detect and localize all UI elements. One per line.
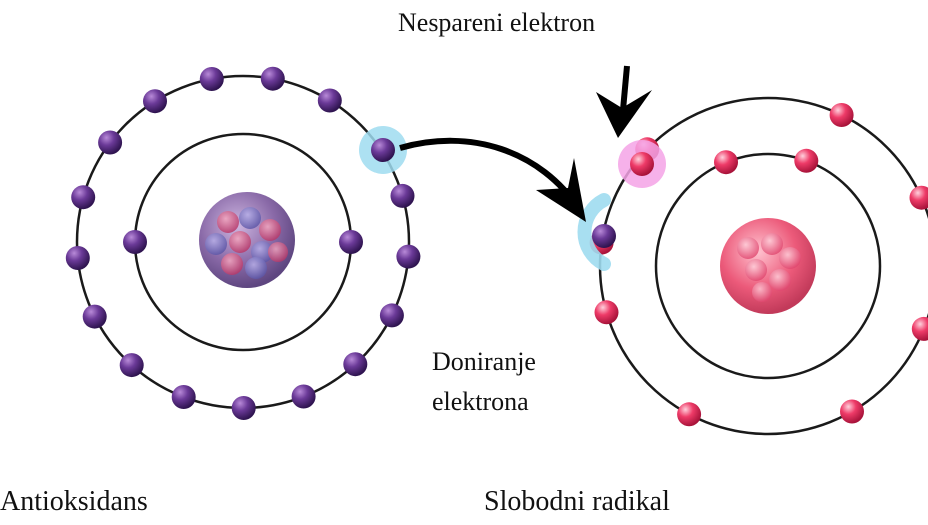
unpaired-arrow-shaft (623, 66, 627, 110)
antioxidant-outer-electron-5 (391, 184, 415, 208)
antioxidant-outer-electron-8 (343, 352, 367, 376)
radical-inner-electron-2 (794, 149, 818, 173)
antioxidant-outer-electron-4 (318, 89, 342, 113)
unpaired-electron-dot (630, 152, 654, 176)
antioxidant-atom (66, 67, 421, 420)
antioxidant-inner-electron-1 (123, 230, 147, 254)
electron-donation-label-line1: Doniranje (432, 342, 536, 382)
radical-outer-electron-2 (910, 186, 928, 210)
antioxidant-inner-electron-2 (339, 230, 363, 254)
antioxidant-outer-electron-12 (120, 353, 144, 377)
unpaired-electron (618, 140, 666, 188)
antioxidant-outer-electron-16 (98, 131, 122, 155)
radical-outer-electron-1 (830, 103, 854, 127)
donated-electron-target (584, 200, 616, 264)
radical-outer-electron-4 (840, 400, 864, 424)
radical-outer-electron-6 (595, 300, 619, 324)
antioxidant-label: Antioksidans (0, 486, 148, 518)
antioxidant-outer-electron-2 (200, 67, 224, 91)
antioxidant-outer-electron-15 (71, 185, 95, 209)
antioxidant-nucleus (199, 192, 295, 288)
antioxidant-outer-electron-10 (232, 396, 256, 420)
antioxidant-outer-electron-1 (143, 89, 167, 113)
radical-outer-electron-5 (677, 402, 701, 426)
antioxidant-outer-electron-6 (396, 245, 420, 269)
antioxidant-outer-electron-11 (172, 385, 196, 409)
donated-electron-target-dot (592, 224, 616, 248)
radical-inner-electron-1 (714, 150, 738, 174)
unpaired-electron-label: Nespareni elektron (398, 8, 595, 38)
antioxidant-outer-electron-13 (83, 305, 107, 329)
donated-electron-source-dot (371, 138, 395, 162)
radical-outer-electron-3 (912, 317, 928, 341)
donated-electron-source (359, 126, 407, 174)
electron-donation-label-line2: elektrona (432, 382, 536, 422)
antioxidant-outer-electron-3 (261, 67, 285, 91)
antioxidant-outer-electron-7 (380, 303, 404, 327)
antioxidant-outer-electron-14 (66, 246, 90, 270)
electron-donation-label: Doniranje elektrona (432, 342, 536, 422)
radical-nucleus (720, 218, 816, 314)
free-radical-label: Slobodni radikal (484, 486, 670, 518)
antioxidant-outer-electron-9 (292, 385, 316, 409)
